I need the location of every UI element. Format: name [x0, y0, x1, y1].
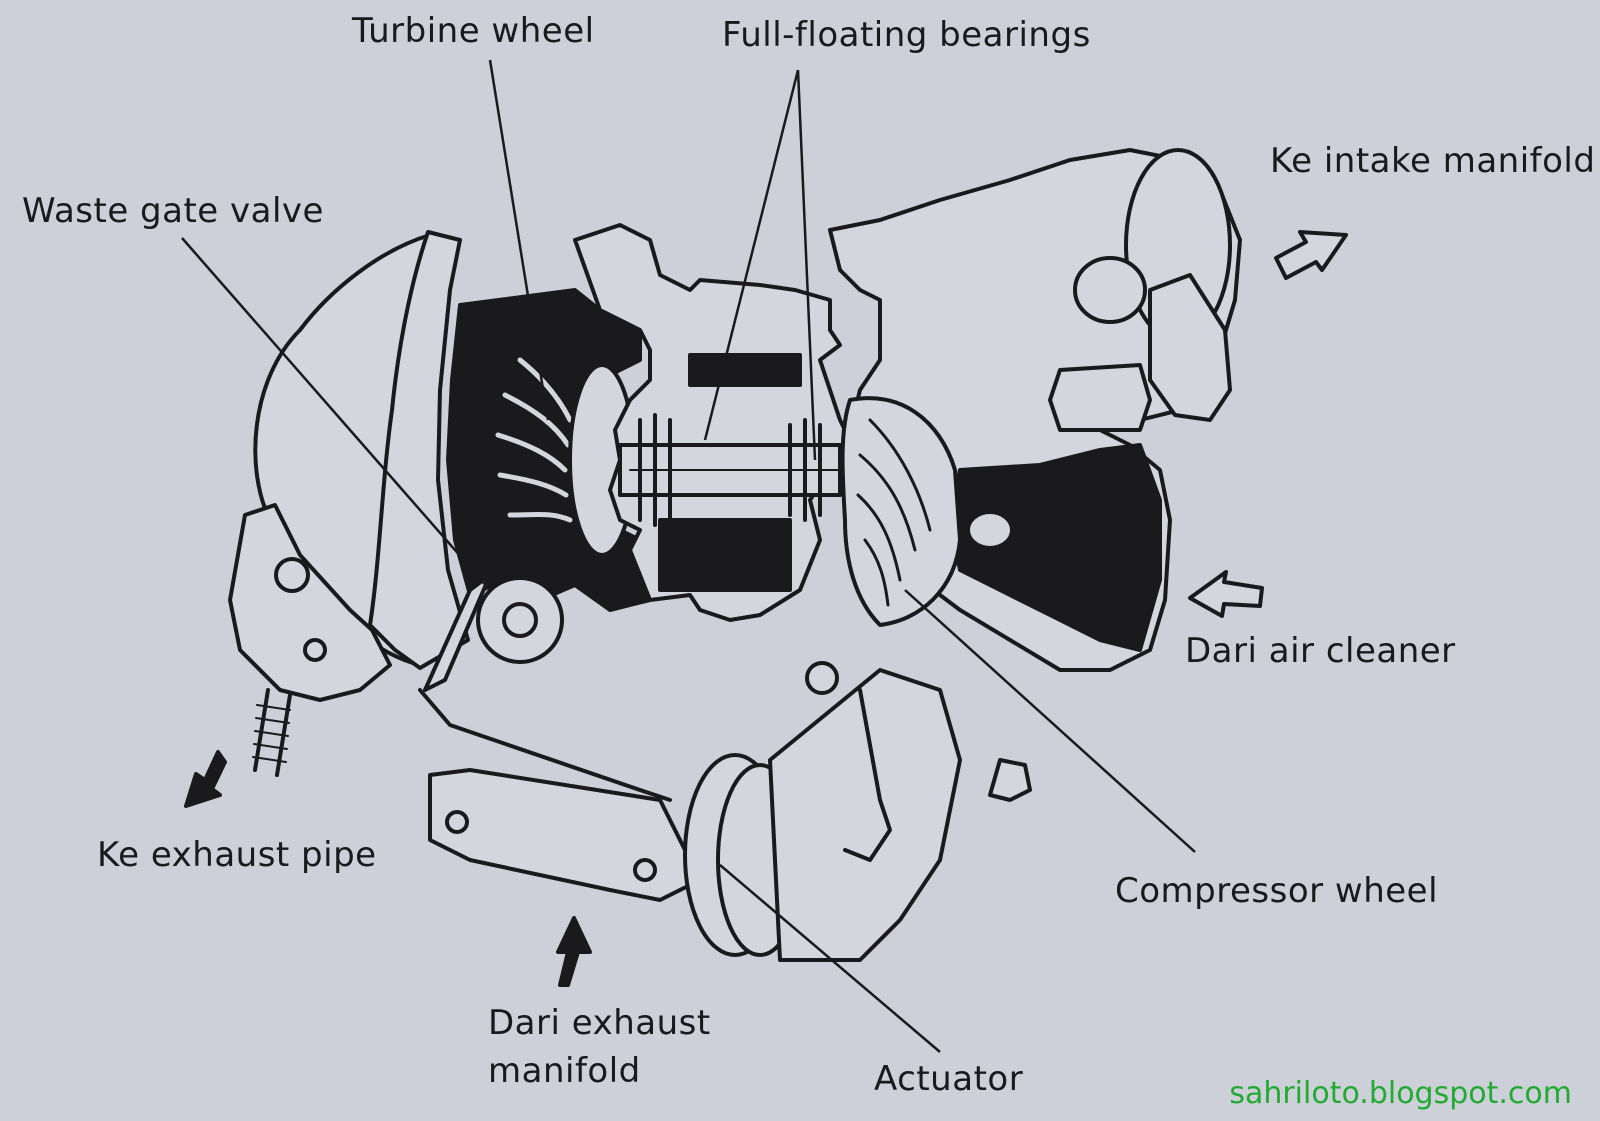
actuator-body: [768, 668, 962, 962]
leader-turbine-wheel: [488, 59, 550, 421]
pipe-fitting: [1048, 363, 1152, 432]
waste-gate-arm: [423, 573, 492, 692]
compressor-cavity: [948, 443, 1162, 652]
actuator-rod: [418, 688, 672, 802]
actuator-hose: [843, 688, 892, 862]
watermark-text: sahriloto.blogspot.com: [1229, 1076, 1572, 1111]
waste-gate-center: [502, 602, 538, 638]
label-actuator: Actuator: [874, 1059, 1024, 1099]
turbine-wheel: [495, 357, 573, 523]
leader-compressor-wheel: [904, 589, 1196, 853]
label-ke-intake-manifold: Ke intake manifold: [1270, 141, 1596, 181]
label-dari-exhaust-manifold-1: Dari exhaust: [488, 1003, 711, 1043]
oil-passage: [688, 353, 802, 387]
arrow-exhaust-out: [184, 750, 227, 808]
actuator-nut: [805, 661, 839, 695]
compressor-blades: [856, 418, 932, 607]
leader-waste-gate: [181, 237, 491, 591]
label-waste-gate-valve: Waste gate valve: [22, 191, 324, 231]
label-full-floating-bearings: Full-floating bearings: [722, 15, 1091, 55]
turbine-flange: [368, 230, 470, 670]
label-ke-exhaust-pipe: Ke exhaust pipe: [97, 835, 377, 875]
mount-flange-bottom: [428, 768, 702, 902]
bracket-bolt-right: [988, 758, 1032, 802]
label-dari-exhaust-manifold-2: manifold: [488, 1051, 641, 1091]
mount-bracket: [228, 503, 392, 702]
center-dark-lower: [658, 518, 792, 592]
leader-bearing-1: [703, 69, 800, 441]
outlet-pipe: [1073, 256, 1147, 324]
arrow-intake-out: [1274, 230, 1348, 280]
arrow-air-in: [1188, 570, 1264, 618]
label-dari-air-cleaner: Dari air cleaner: [1185, 631, 1456, 671]
label-turbine-wheel: Turbine wheel: [352, 11, 595, 51]
flange-hole-1: [445, 810, 469, 834]
compressor-nut: [966, 510, 1014, 550]
bracket-hole: [303, 638, 327, 662]
leader-bearing-2: [796, 69, 817, 461]
waste-gate-disc: [476, 576, 564, 664]
hose-clamp: [1148, 273, 1232, 422]
label-compressor-wheel: Compressor wheel: [1115, 871, 1439, 911]
stud-threads: [252, 704, 291, 763]
leader-actuator: [719, 864, 941, 1053]
arrow-exhaust-in: [556, 916, 592, 987]
flange-hole-2: [633, 858, 657, 882]
bracket-bolt: [274, 557, 310, 593]
